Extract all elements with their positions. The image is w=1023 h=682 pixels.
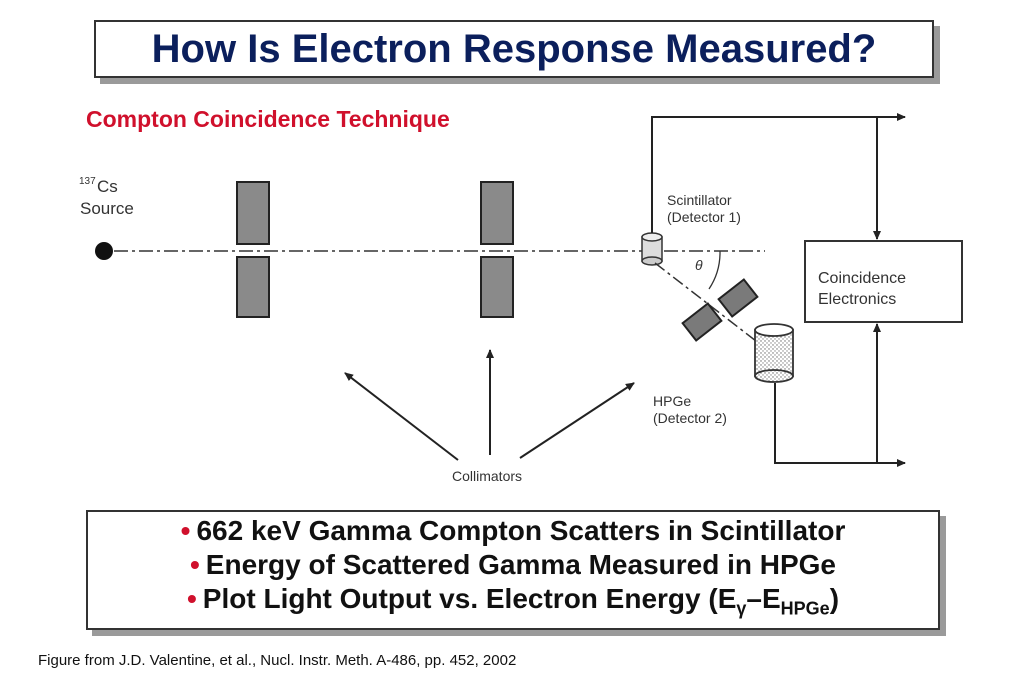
scatter-path: [654, 262, 779, 359]
bullet-3-mid: –E: [746, 583, 781, 615]
hpge-detector: [754, 323, 794, 383]
bullet-1-text: 662 keV Gamma Compton Scatters in Scinti…: [196, 515, 846, 547]
hpge-collimator-2: [717, 278, 759, 318]
collimator-arrow-right: [519, 382, 635, 459]
coincidence-label-2: Electronics: [818, 291, 896, 308]
source-label-word: Source: [80, 199, 134, 218]
scintillator-detector: [641, 232, 663, 266]
hpge-label-2: (Detector 2): [653, 410, 727, 426]
signal-line-scintillator: [651, 113, 906, 233]
bullet-box: •662 keV Gamma Compton Scatters in Scint…: [86, 510, 940, 630]
coincidence-label-1: Coincidence: [818, 270, 906, 287]
collimators-label: Collimators: [452, 468, 522, 484]
bullet-3: •Plot Light Output vs. Electron Energy (…: [187, 582, 839, 626]
collimator-1-bottom: [236, 256, 270, 318]
source-label-mass: 137: [79, 176, 96, 187]
bullet-dot: •: [189, 549, 200, 581]
bullet-dot: •: [186, 583, 197, 615]
bullet-3-prefix: Plot Light Output vs. Electron Energy (E: [202, 583, 737, 615]
bullet-3-sub-hpge: HPGe: [780, 598, 830, 619]
hpge-label-1: HPGe: [653, 393, 691, 409]
bullet-1: •662 keV Gamma Compton Scatters in Scint…: [181, 514, 846, 548]
scintillator-label-2: (Detector 1): [667, 209, 741, 225]
bullet-dot: •: [180, 515, 191, 547]
figure-citation: Figure from J.D. Valentine, et al., Nucl…: [38, 652, 517, 669]
angle-arc: [708, 250, 721, 290]
signal-line-hpge: [774, 383, 906, 467]
source-label-element: Cs: [97, 177, 118, 196]
collimator-2-top: [480, 181, 514, 245]
angle-label: θ: [695, 257, 703, 273]
bullet-3-suffix: ): [829, 583, 840, 615]
collimator-1-top: [236, 181, 270, 245]
source-dot: [95, 242, 113, 260]
collimator-arrow-left: [344, 372, 459, 461]
coincidence-box: [804, 240, 963, 323]
scintillator-label-1: Scintillator: [667, 192, 732, 208]
title-box: How Is Electron Response Measured?: [94, 20, 934, 78]
page-title: How Is Electron Response Measured?: [151, 26, 877, 71]
collimator-2-bottom: [480, 256, 514, 318]
bullet-2-text: Energy of Scattered Gamma Measured in HP…: [205, 549, 837, 581]
subtitle: Compton Coincidence Technique: [86, 106, 450, 132]
bullet-2: •Energy of Scattered Gamma Measured in H…: [190, 548, 836, 582]
hpge-collimator-1: [681, 302, 723, 342]
bullet-3-sub-gamma: γ: [736, 598, 747, 619]
